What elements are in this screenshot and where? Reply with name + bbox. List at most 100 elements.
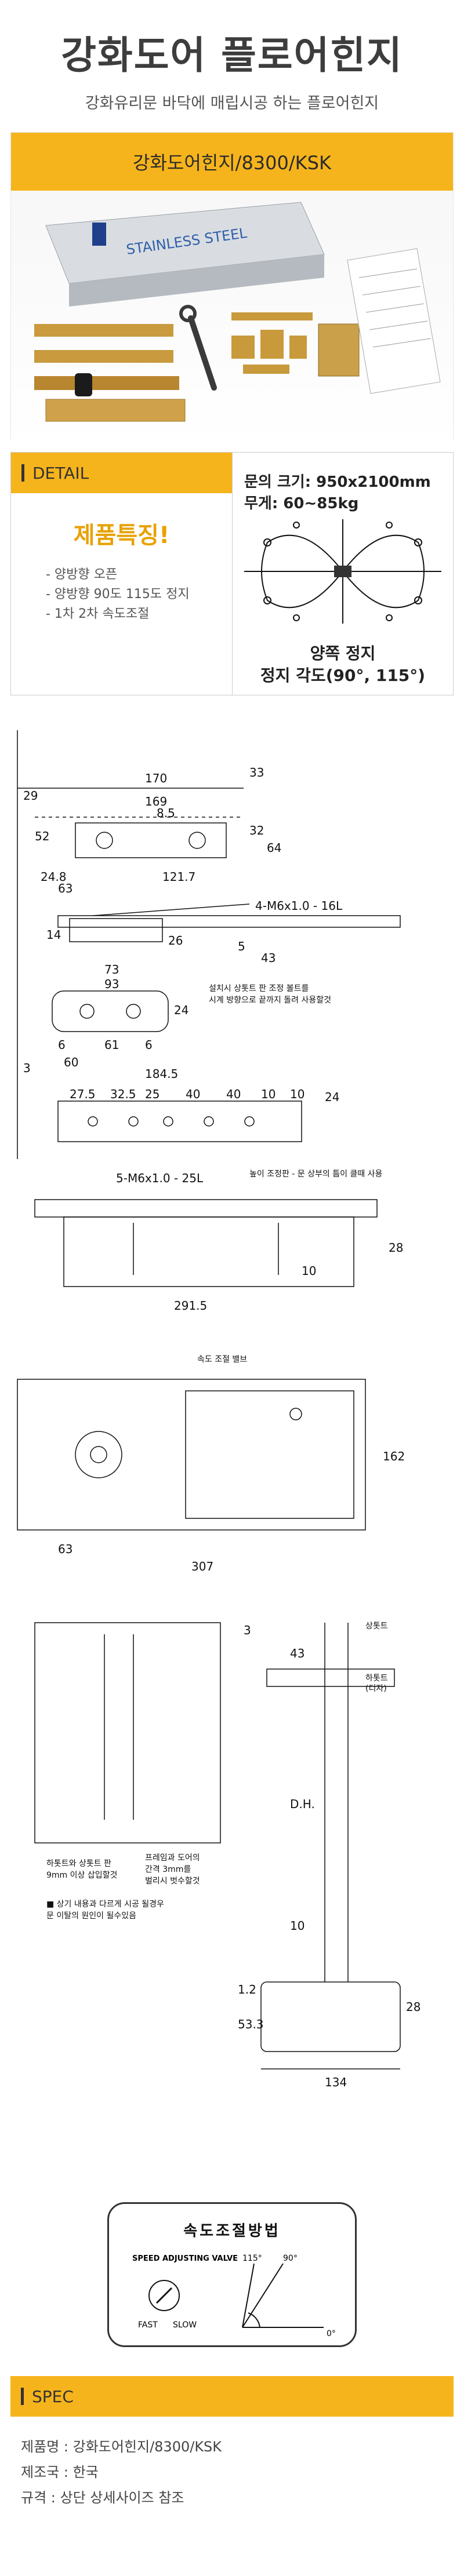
side-dim-28: 28 [406, 2000, 420, 2014]
stop-angle-diagram [244, 519, 441, 624]
dim-52: 52 [35, 829, 49, 843]
dim-32: 32 [249, 824, 264, 837]
dim-40b: 40 [226, 1087, 241, 1101]
warning-a: ■ 상기 내용과 다르게 시공 될경우 [46, 1900, 164, 1909]
features-list: - 양방향 오픈 - 양방향 90도 115도 정지 - 1차 2차 속도조절 [11, 565, 232, 624]
side-dim-dh: D.H. [290, 1797, 315, 1811]
angle-0: 0° [327, 2329, 336, 2338]
side-dim-3: 3 [244, 1623, 251, 1637]
dim-10: 10 [261, 1087, 276, 1101]
slow-label: SLOW [173, 2320, 197, 2330]
spec-line: 제품명 : 강화도어힌지/8300/KSK [21, 2439, 222, 2455]
dim-24-8: 24.8 [41, 870, 67, 884]
dim-26: 26 [168, 934, 183, 948]
dim-29: 29 [23, 789, 38, 803]
angle-115: 115° [242, 2254, 262, 2263]
note-3b: 9mm 이상 삽입할것 [46, 1871, 117, 1880]
speed-card-title: 속도조절방법 [183, 2222, 281, 2240]
dim-162: 162 [383, 1449, 405, 1463]
dim-60: 60 [64, 1055, 78, 1069]
wrench-icon [188, 315, 217, 391]
side-dim-10: 10 [290, 1919, 304, 1933]
dim-6: 6 [58, 1038, 66, 1052]
dim-3: 3 [23, 1061, 31, 1075]
dim-14: 14 [46, 928, 61, 942]
features-box: 제품특징! - 양방향 오픈 - 양방향 90도 115도 정지 - 1차 2차… [11, 493, 232, 624]
valve-knob-icon [148, 2280, 180, 2311]
dim-63b: 63 [58, 1542, 72, 1556]
dim-10b: 10 [290, 1087, 304, 1101]
product-band-label: 강화도어힌지/8300/KSK [133, 152, 331, 174]
side-dim-134: 134 [325, 2075, 347, 2089]
dim-8-5: 8.5 [157, 806, 175, 820]
screws-icon [231, 312, 313, 374]
detail-left: DETAIL 제품특징! - 양방향 오픈 - 양방향 90도 115도 정지 … [11, 453, 233, 695]
dim-64: 64 [267, 841, 281, 855]
dim-28: 28 [389, 1241, 403, 1255]
features-title: 제품특징! [73, 522, 170, 549]
dim-24b: 24 [325, 1090, 339, 1104]
dim-33: 33 [249, 766, 264, 779]
note-1a: 설치시 상톳트 판 조정 볼트를 [209, 984, 309, 993]
stop-caption-2: 정지 각도(90°, 115°) [260, 666, 426, 685]
product-panel: 강화도어힌지/8300/KSK STAINLESS STEEL [10, 132, 454, 440]
warning-b: 문 이탈의 원인이 될수있음 [46, 1911, 136, 1921]
dim-169: 169 [145, 795, 167, 808]
speed-adjust-diagram: SPEED ADJUSTING VALVE FAST SLOW 115° 90°… [132, 2254, 336, 2338]
spec-header: SPEC [10, 2376, 454, 2417]
spec-line: 제조국 : 한국 [21, 2464, 99, 2480]
side-dim-53-3: 53.3 [238, 2017, 264, 2031]
fast-label: FAST [138, 2320, 158, 2330]
dimension-drawing: 170 33 29 169 8.5 52 32 64 24.8 121.7 63… [17, 730, 420, 2089]
speed-valve-label: 속도 조절 밸브 [197, 1355, 247, 1364]
feature-item: - 양방향 90도 115도 정지 [46, 587, 190, 602]
section-bar-icon [21, 464, 24, 482]
product-band: 강화도어힌지/8300/KSK [11, 133, 453, 191]
side-label-top: 상톳트 [365, 1622, 388, 1631]
stop-caption-1: 양쪽 정지 [310, 644, 376, 663]
dim-63: 63 [58, 881, 72, 895]
dim-24: 24 [174, 1003, 188, 1017]
speed-adjust-card: 속도조절방법 SPEED ADJUSTING VALVE FAST SLOW 1… [107, 2202, 357, 2347]
dim-307: 307 [191, 1560, 213, 1573]
dim-61: 61 [104, 1038, 119, 1052]
spec-section: SPEC 제품명 : 강화도어힌지/8300/KSK 제조국 : 한국 규격 :… [10, 2376, 454, 2562]
spindle-icon [92, 223, 106, 246]
dim-121-7: 121.7 [162, 870, 195, 884]
note-2: 높이 조정판 - 문 상부의 틈이 클때 사용 [249, 1169, 383, 1179]
dim-93: 93 [104, 977, 119, 991]
dim-5: 5 [238, 939, 245, 953]
page-header: 강화도어 플로어힌지 강화유리문 바닥에 매립시공 하는 플로어힌지 [0, 0, 464, 127]
dim-10c: 10 [302, 1264, 316, 1278]
dim-25: 25 [145, 1087, 160, 1101]
detail-right: 문의 크기: 950x2100mm 무게: 60~85kg 양쪽 정지 정지 각… [233, 453, 453, 695]
spec-body: 제품명 : 강화도어힌지/8300/KSK 제조국 : 한국 규격 : 상단 상… [10, 2417, 454, 2511]
note-1b: 시계 방향으로 끝까지 돌려 사용할것 [209, 996, 331, 1005]
angle-90: 90° [283, 2254, 298, 2263]
feature-item: - 양방향 오픈 [46, 567, 118, 582]
bolt-label-1: 4-M6x1.0 - 16L [255, 899, 343, 913]
dim-184-5: 184.5 [145, 1067, 178, 1081]
product-illustration: STAINLESS STEEL [34, 202, 441, 422]
dim-27-5: 27.5 [70, 1087, 96, 1101]
bolt-label-2: 5-M6x1.0 - 25L [116, 1171, 204, 1185]
pivot-bracket-icon [318, 323, 360, 377]
dim-32-5: 32.5 [110, 1087, 136, 1101]
brass-plate-icon [34, 324, 173, 337]
stop-caption: 양쪽 정지 정지 각도(90°, 115°) [233, 643, 453, 687]
note-4b: 간격 3mm를 [145, 1865, 191, 1874]
product-photo: STAINLESS STEEL [11, 191, 453, 440]
note-4a: 프레임과 도어의 [145, 1853, 200, 1863]
page-title: 강화도어 플로어힌지 [61, 33, 403, 78]
angle-fan-icon [242, 2263, 324, 2328]
feature-item: - 1차 2차 속도조절 [46, 607, 150, 621]
side-label-mid2: (디자) [365, 1684, 387, 1693]
valve-label: SPEED ADJUSTING VALVE [132, 2254, 238, 2263]
technical-drawing: 170 33 29 169 8.5 52 32 64 24.8 121.7 63… [0, 719, 464, 2376]
dim-170: 170 [145, 771, 167, 785]
spec-line: 규격 : 상단 상세사이즈 참조 [21, 2490, 184, 2506]
dim-6b: 6 [145, 1038, 153, 1052]
dim-291-5: 291.5 [174, 1299, 207, 1313]
section-bar-icon [21, 2388, 24, 2405]
